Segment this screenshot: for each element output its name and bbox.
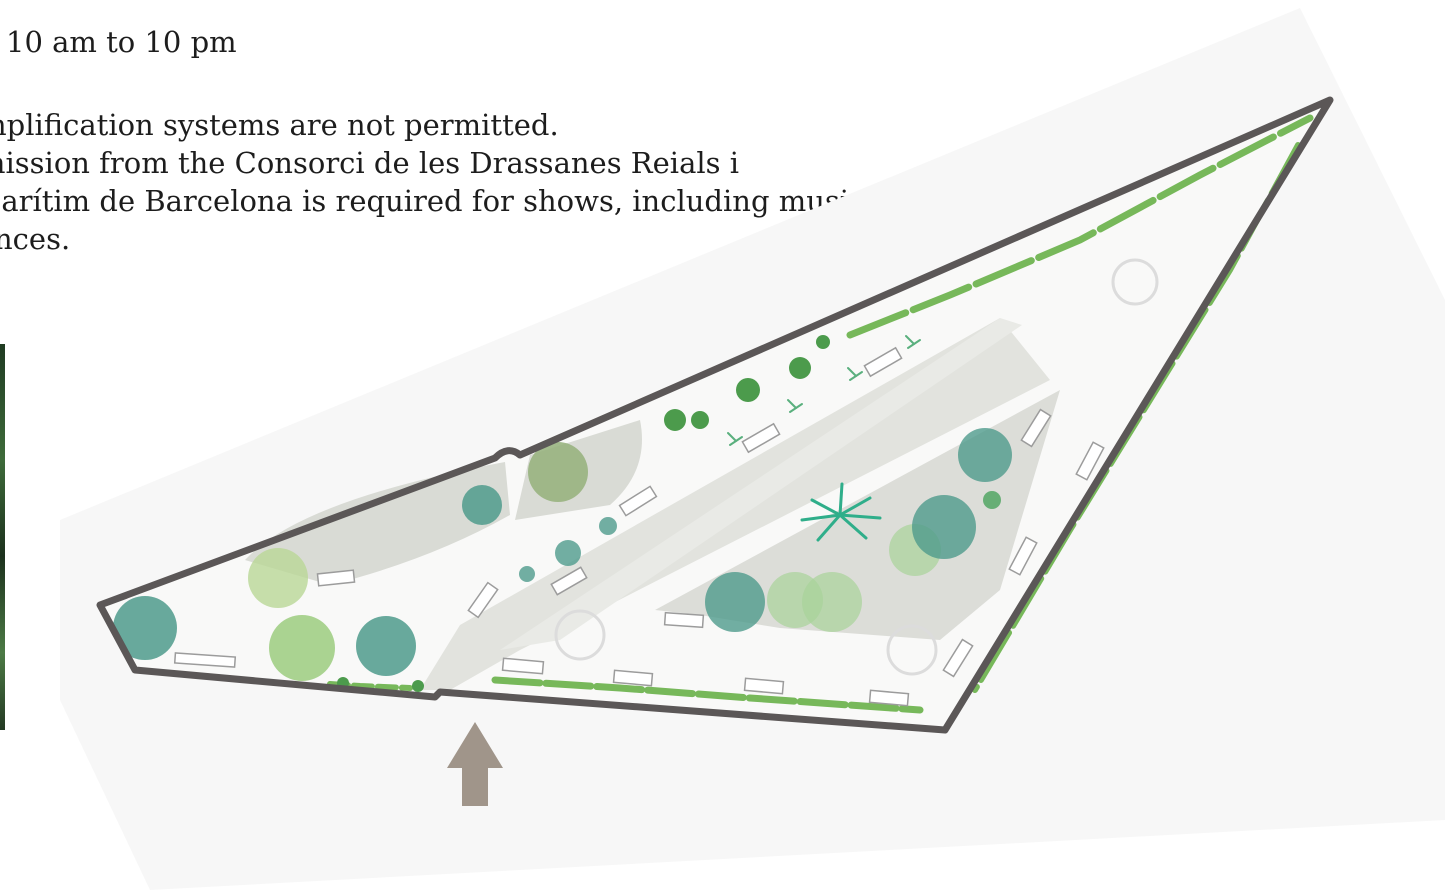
shrub [691,411,709,429]
bench [550,566,588,596]
tree [113,596,177,660]
bench [618,485,658,517]
bench [467,581,499,619]
tree [555,540,581,566]
bench [1075,441,1105,481]
tree [356,616,416,676]
tree [248,548,308,608]
shrub [789,357,811,379]
tree [269,615,335,681]
opening-hours-text: 10 am to 10 pm [6,25,237,59]
trees [113,335,1012,692]
tree [912,495,976,559]
palm-tree [800,482,882,542]
bench [663,611,705,629]
bench [868,689,910,707]
rule-line: mission from the Consorci de les Drassan… [0,146,740,180]
tree [528,442,588,502]
rule-line: nplification systems are not permitted. [0,108,559,142]
shrub [664,409,686,431]
tree [802,572,862,632]
bench [863,346,903,378]
shrub [816,335,830,349]
hedge-south [491,676,924,714]
play-circle-sw [554,609,606,661]
bench [1008,536,1038,576]
small-palms [727,335,921,446]
rule-line: [arítim de Barcelona is required for sho… [0,184,866,218]
tree [599,517,617,535]
tree [519,566,535,582]
play-circle-s [886,624,938,676]
cropped-photo-edge [0,344,5,730]
bench [743,677,785,695]
rule-line: nces. [0,222,71,256]
entrance-arrow-icon [447,722,503,806]
bench [501,657,545,675]
shrub [412,680,424,692]
site-boundary [96,96,1334,734]
bench [173,652,237,668]
tree [983,491,1001,509]
tree [462,485,502,525]
play-circle-ne [1111,258,1159,306]
benches [173,346,1105,707]
bench [741,422,781,454]
tree [958,428,1012,482]
bench [612,669,654,687]
bench [316,569,356,587]
tree [705,572,765,632]
paved-area-west [245,462,510,585]
bench [1020,408,1052,448]
bench [942,638,974,678]
walkway-strip [500,318,1022,650]
hedge-north [846,114,1314,339]
garden-ground [100,100,1330,730]
shrub [736,378,760,402]
